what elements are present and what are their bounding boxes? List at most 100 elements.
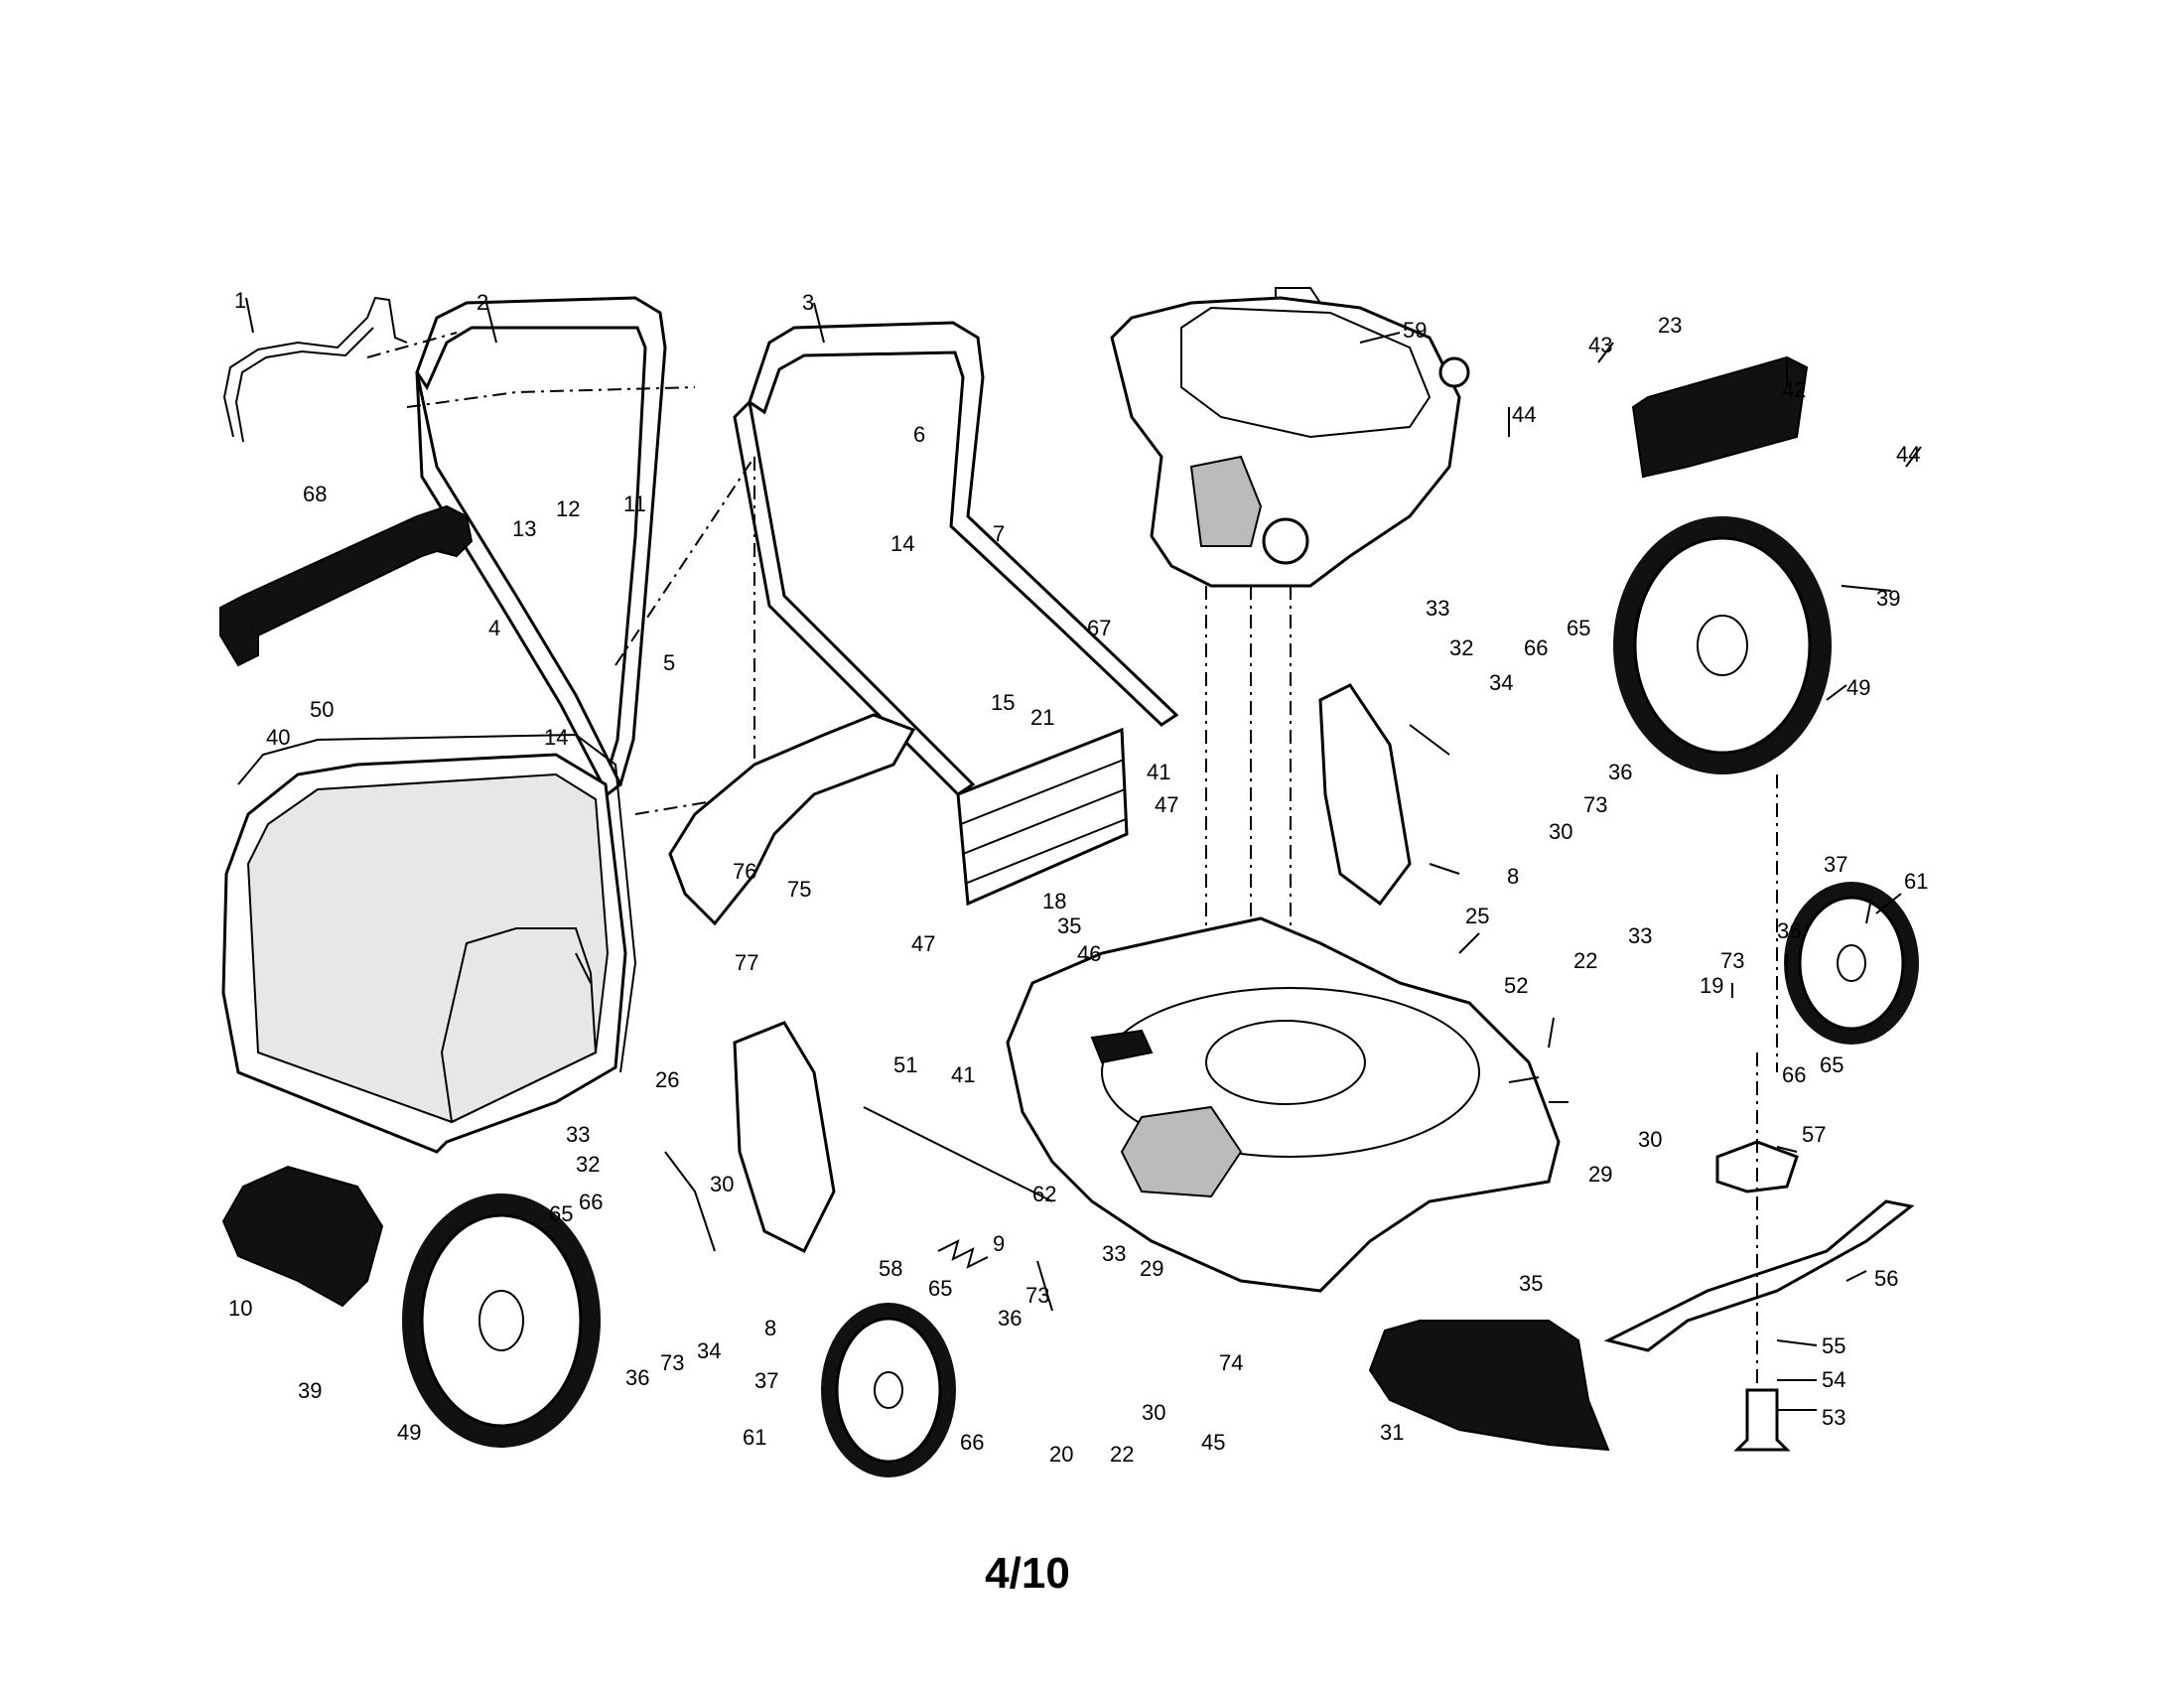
callout-32a: 32 — [1449, 635, 1473, 660]
axle-part — [863, 1106, 1053, 1202]
callout-44b: 44 — [1896, 442, 1920, 467]
callout-21: 21 — [1030, 705, 1054, 730]
grass-bag-part — [221, 733, 637, 1154]
callout-31: 31 — [1380, 1420, 1404, 1445]
mower-deck-part — [1006, 916, 1561, 1293]
spring-part — [937, 1239, 989, 1269]
callout-14a: 14 — [890, 531, 914, 556]
rear-wheel-right — [1613, 516, 1832, 774]
callout-30d: 30 — [1142, 1400, 1165, 1425]
page-number: 4/10 — [985, 1549, 1070, 1598]
callout-13: 13 — [512, 516, 536, 541]
callout-47b: 47 — [911, 931, 935, 956]
callout-68: 68 — [303, 482, 327, 506]
callout-47a: 47 — [1155, 792, 1178, 817]
callout-3: 3 — [802, 290, 814, 315]
control-bar-part — [222, 296, 408, 443]
callout-49b: 49 — [397, 1420, 421, 1445]
wheel-bracket-left — [733, 1021, 836, 1254]
discharge-chute-part — [668, 713, 916, 926]
callout-65d: 65 — [928, 1276, 952, 1301]
callout-62: 62 — [1032, 1182, 1056, 1206]
callout-36b: 36 — [1777, 918, 1801, 943]
callout-46: 46 — [1077, 941, 1101, 966]
callout-66a: 66 — [1524, 635, 1548, 660]
leader-lines — [245, 297, 1922, 1411]
callout-33c: 33 — [566, 1122, 590, 1147]
callout-51: 51 — [893, 1052, 917, 1077]
callout-53: 53 — [1822, 1405, 1845, 1430]
callout-labels: 1 2 3 4 5 6 7 8 8 9 10 11 12 13 14 14 15… — [228, 288, 1928, 1467]
callout-14b: 14 — [544, 725, 568, 750]
callout-44a: 44 — [1512, 402, 1536, 427]
upper-handle-right — [733, 321, 1179, 796]
callout-73c: 73 — [660, 1350, 684, 1375]
callout-15: 15 — [991, 690, 1015, 715]
callout-1: 1 — [234, 288, 246, 313]
callout-67: 67 — [1087, 616, 1111, 640]
callout-20: 20 — [1049, 1442, 1073, 1467]
callout-22a: 22 — [1573, 948, 1597, 973]
callout-40: 40 — [266, 725, 290, 750]
callout-73b: 73 — [1720, 948, 1744, 973]
callout-33b: 33 — [1628, 923, 1652, 948]
callout-65b: 65 — [1820, 1052, 1843, 1077]
front-wheel-right — [1784, 882, 1919, 1045]
callout-39b: 39 — [298, 1378, 322, 1403]
callout-77: 77 — [735, 950, 758, 975]
callout-37b: 37 — [754, 1368, 778, 1393]
callout-37a: 37 — [1824, 852, 1847, 877]
callout-25: 25 — [1465, 904, 1489, 928]
rear-wheel-left — [402, 1193, 601, 1448]
callout-36d: 36 — [998, 1306, 1022, 1331]
callout-34b: 34 — [697, 1338, 721, 1363]
callout-41b: 41 — [951, 1062, 975, 1087]
callout-36a: 36 — [1608, 760, 1632, 784]
callout-73a: 73 — [1583, 792, 1607, 817]
callout-30c: 30 — [710, 1172, 734, 1196]
callout-54: 54 — [1822, 1367, 1845, 1392]
callout-10: 10 — [228, 1296, 252, 1321]
foam-grip-part — [219, 504, 474, 667]
callout-45: 45 — [1201, 1430, 1225, 1455]
callout-32b: 32 — [576, 1152, 600, 1177]
callout-41a: 41 — [1147, 760, 1170, 784]
callout-61a: 61 — [1904, 869, 1928, 894]
callout-7: 7 — [993, 521, 1005, 546]
callout-55: 55 — [1822, 1333, 1845, 1358]
callout-73d: 73 — [1025, 1283, 1049, 1308]
callout-8b: 8 — [764, 1316, 776, 1340]
callout-58: 58 — [879, 1256, 902, 1281]
callout-35a: 35 — [1057, 913, 1081, 938]
callout-33d: 33 — [1102, 1241, 1126, 1266]
callout-59: 59 — [1403, 318, 1427, 343]
callout-65c: 65 — [549, 1201, 573, 1226]
blade-bolt-part — [1733, 1388, 1791, 1452]
callout-29b: 29 — [1140, 1256, 1163, 1281]
callout-43: 43 — [1588, 333, 1612, 357]
rear-door-part — [956, 727, 1129, 907]
callout-29a: 29 — [1588, 1162, 1612, 1187]
front-wheel-left — [821, 1303, 956, 1477]
callout-30a: 30 — [1549, 819, 1572, 844]
callout-35b: 35 — [1519, 1271, 1543, 1296]
callout-30b: 30 — [1638, 1127, 1662, 1152]
callout-66b: 66 — [1782, 1062, 1806, 1087]
callout-4: 4 — [488, 616, 500, 640]
callout-11: 11 — [623, 491, 646, 516]
callout-39a: 39 — [1876, 586, 1900, 611]
callout-66c: 66 — [579, 1190, 603, 1214]
callout-42: 42 — [1782, 377, 1806, 402]
callout-56: 56 — [1874, 1266, 1898, 1291]
callout-19: 19 — [1700, 973, 1723, 998]
chute-door-part — [1368, 1320, 1610, 1452]
rear-door-top-part — [1631, 355, 1809, 479]
callout-8a: 8 — [1507, 864, 1519, 889]
callout-57: 57 — [1802, 1122, 1826, 1147]
callout-2: 2 — [477, 290, 488, 315]
callout-26: 26 — [655, 1067, 679, 1092]
callout-75: 75 — [787, 877, 811, 902]
callout-76: 76 — [733, 859, 756, 884]
callout-50: 50 — [310, 697, 334, 722]
